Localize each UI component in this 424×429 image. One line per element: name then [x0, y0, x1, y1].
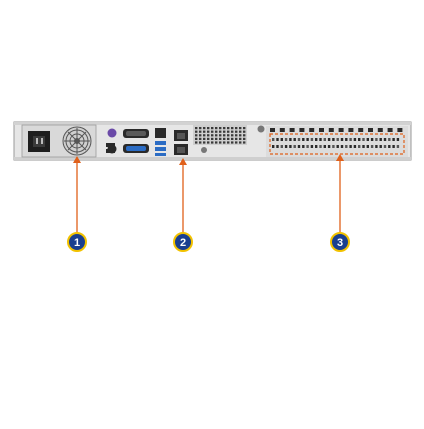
leader-lines [73, 154, 344, 233]
callout-badge [173, 232, 193, 252]
expansion-highlight-box [269, 133, 405, 155]
callout-2: 2 [173, 232, 193, 252]
chassis-bottom-lip [14, 157, 411, 160]
leader-arrow-1 [73, 156, 81, 163]
callout-badge [330, 232, 350, 252]
screw-icon [201, 125, 265, 153]
callout-number: 2 [180, 237, 186, 249]
leader-arrow-2 [179, 158, 187, 165]
callout-number: 1 [74, 237, 80, 249]
fan-icon [62, 126, 92, 156]
callout-3: 3 [330, 232, 350, 252]
vent-grille-icon [193, 125, 247, 145]
leader-arrow-3 [336, 154, 344, 161]
expansion-slot-icon [266, 126, 408, 157]
callout-badge [67, 232, 87, 252]
vga-port-icon [123, 129, 149, 153]
power-supply [21, 124, 97, 158]
callout-number: 3 [337, 237, 343, 249]
power-socket-icon [28, 131, 50, 152]
lan-port-icon [155, 128, 188, 155]
io-port-panel [106, 128, 188, 156]
callout-1: 1 [67, 232, 87, 252]
chassis-top-lip [14, 122, 411, 125]
usb-port-icon [106, 141, 166, 156]
